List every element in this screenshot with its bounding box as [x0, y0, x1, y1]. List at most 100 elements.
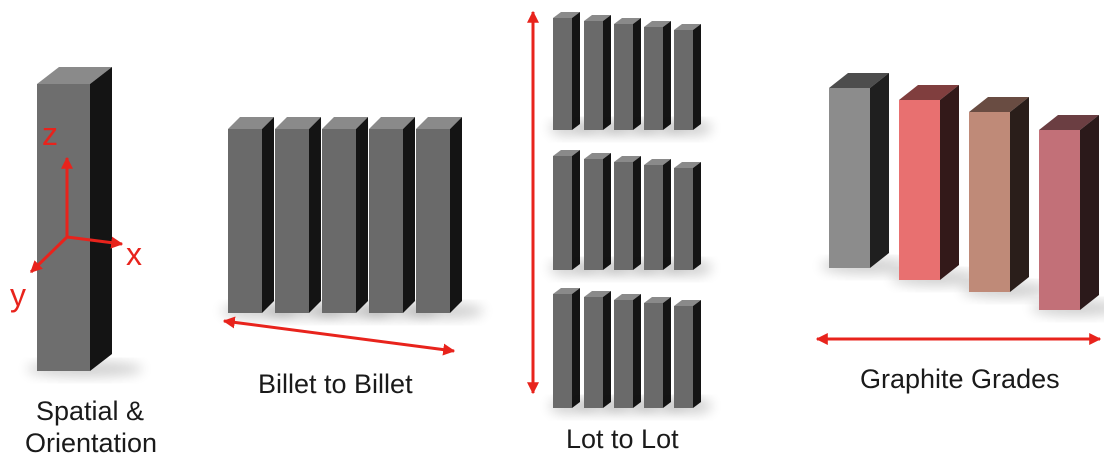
- grade-bar-1-front: [829, 88, 870, 268]
- grade-bar-4-front: [1039, 130, 1080, 310]
- lot-3-bar-2-top: [584, 291, 611, 297]
- billet-bar-4-side: [403, 117, 415, 313]
- lot-3-bar-5-side: [693, 300, 701, 408]
- spatial-orientation-panel: [26, 67, 144, 377]
- lot-2-bar-5: [670, 162, 712, 276]
- billet-bar-3-front: [322, 129, 356, 313]
- lot-1-bar-4: [640, 21, 682, 136]
- lot-2-bar-2-front: [584, 159, 603, 270]
- grade-bar-3: [960, 97, 1051, 298]
- lot-to-lot-panel: [549, 12, 712, 414]
- grade-bar-2-top: [899, 85, 959, 100]
- lot-3-bar-5-top: [674, 300, 701, 306]
- lot-1-bar-2-side: [603, 15, 611, 130]
- spatial-bar-top: [37, 67, 112, 84]
- billet-bar-5-front: [416, 129, 450, 313]
- billet-bar-3-top: [322, 117, 368, 129]
- graphite-grades-panel: [820, 73, 1104, 316]
- lot-2-bar-4: [640, 159, 682, 276]
- lot-2-bar-3-front: [614, 162, 633, 270]
- lot-1-bar-2-top: [584, 15, 611, 21]
- spatial-caption-line1: Spatial &: [36, 396, 145, 426]
- lot-2-bar-2: [580, 153, 622, 276]
- lot-1-bar-4-front: [644, 27, 663, 130]
- lot-3-bar-3: [610, 294, 652, 414]
- billet-bar-5-side: [450, 117, 462, 313]
- lot-3-bar-2-side: [603, 291, 611, 408]
- lot-3-bar-4-front: [644, 303, 663, 408]
- lot-3-bar-1: [549, 288, 591, 414]
- billet-bar-4-top: [369, 117, 415, 129]
- billet-arrow: [222, 316, 456, 356]
- grade-bar-4-side: [1080, 115, 1099, 310]
- billet-bar-1-front: [228, 129, 262, 313]
- lot-1-bar-5: [670, 24, 712, 136]
- grade-bar-4-top: [1039, 115, 1099, 130]
- lot-3-bar-4-side: [663, 297, 671, 408]
- lot-1-bar-2: [580, 15, 622, 136]
- lot-2-bar-3-side: [633, 156, 641, 270]
- lot-3-bar-1-front: [553, 294, 572, 408]
- billet-bar-2-front: [275, 129, 309, 313]
- lot-1-bar-1-side: [572, 12, 580, 130]
- lot-3-bar-3-side: [633, 294, 641, 408]
- arrows-layer: [222, 10, 1102, 395]
- grade-bar-3-front: [969, 112, 1010, 292]
- billet-bar-2-side: [309, 117, 321, 313]
- lot-2-bar-4-side: [663, 159, 671, 270]
- y-axis-arrow: [29, 235, 69, 274]
- billet-bar-4-front: [369, 129, 403, 313]
- lot-3-bar-4: [640, 297, 682, 414]
- billet-bar-4: [362, 117, 437, 319]
- x-axis-arrow: [66, 235, 124, 249]
- grade-bar-3-side: [1010, 97, 1029, 292]
- billet-bar-5: [409, 117, 484, 319]
- lot-1-bar-3: [610, 18, 652, 136]
- billet-bar-3-side: [356, 117, 368, 313]
- y-axis-label: y: [10, 277, 26, 313]
- lot-1-bar-5-front: [674, 30, 693, 130]
- lot-2-bar-1-top: [553, 150, 580, 156]
- grade-bar-4: [1030, 115, 1104, 316]
- lot-2-bar-2-top: [584, 153, 611, 159]
- billet-bar-2: [268, 117, 343, 319]
- lot-1-bar-3-front: [614, 24, 633, 130]
- lot-3-bar-3-top: [614, 294, 641, 300]
- billet-bar-2-top: [275, 117, 321, 129]
- grade-bar-2: [890, 85, 982, 286]
- x-axis-label: x: [126, 236, 142, 272]
- spatial-caption-line2: Orientation: [25, 428, 158, 458]
- lot-1-bar-5-top: [674, 24, 701, 30]
- lot-3-bar-5: [670, 300, 712, 414]
- billet-caption: Billet to Billet: [258, 369, 413, 399]
- lot-2-bar-4-front: [644, 165, 663, 270]
- z-axis-label: z: [42, 116, 58, 152]
- grades-caption: Graphite Grades: [860, 364, 1060, 394]
- lot-3-bar-3-front: [614, 300, 633, 408]
- billet-bar-1-top: [228, 117, 274, 129]
- lot-2-bar-1: [549, 150, 591, 276]
- lot-2-bar-1-side: [572, 150, 580, 270]
- lot-1-bar-4-side: [663, 21, 671, 130]
- billet-bar-1-side: [262, 117, 274, 313]
- lot-1-bar-3-side: [633, 18, 641, 130]
- lot-1-bar-2-front: [584, 21, 603, 130]
- lot-2-bar-5-side: [693, 162, 701, 270]
- lot-1-bar-1: [549, 12, 591, 136]
- lot-2-bar-2-side: [603, 153, 611, 270]
- grade-bar-2-side: [940, 85, 959, 280]
- lot-3-bar-2: [580, 291, 622, 414]
- billet-bar-5-top: [416, 117, 462, 129]
- grade-bar-3-top: [969, 97, 1029, 112]
- lot-2-bar-1-front: [553, 156, 572, 270]
- spatial-bar-side: [90, 67, 112, 371]
- lot-2-bar-4-top: [644, 159, 671, 165]
- lot-3-bar-2-front: [584, 297, 603, 408]
- grade-bar-1: [820, 73, 912, 274]
- lot-3-bar-5-front: [674, 306, 693, 408]
- grade-bar-2-front: [899, 100, 940, 280]
- lot-2-bar-5-top: [674, 162, 701, 168]
- lot-1-bar-5-side: [693, 24, 701, 130]
- lot-2-bar-3-top: [614, 156, 641, 162]
